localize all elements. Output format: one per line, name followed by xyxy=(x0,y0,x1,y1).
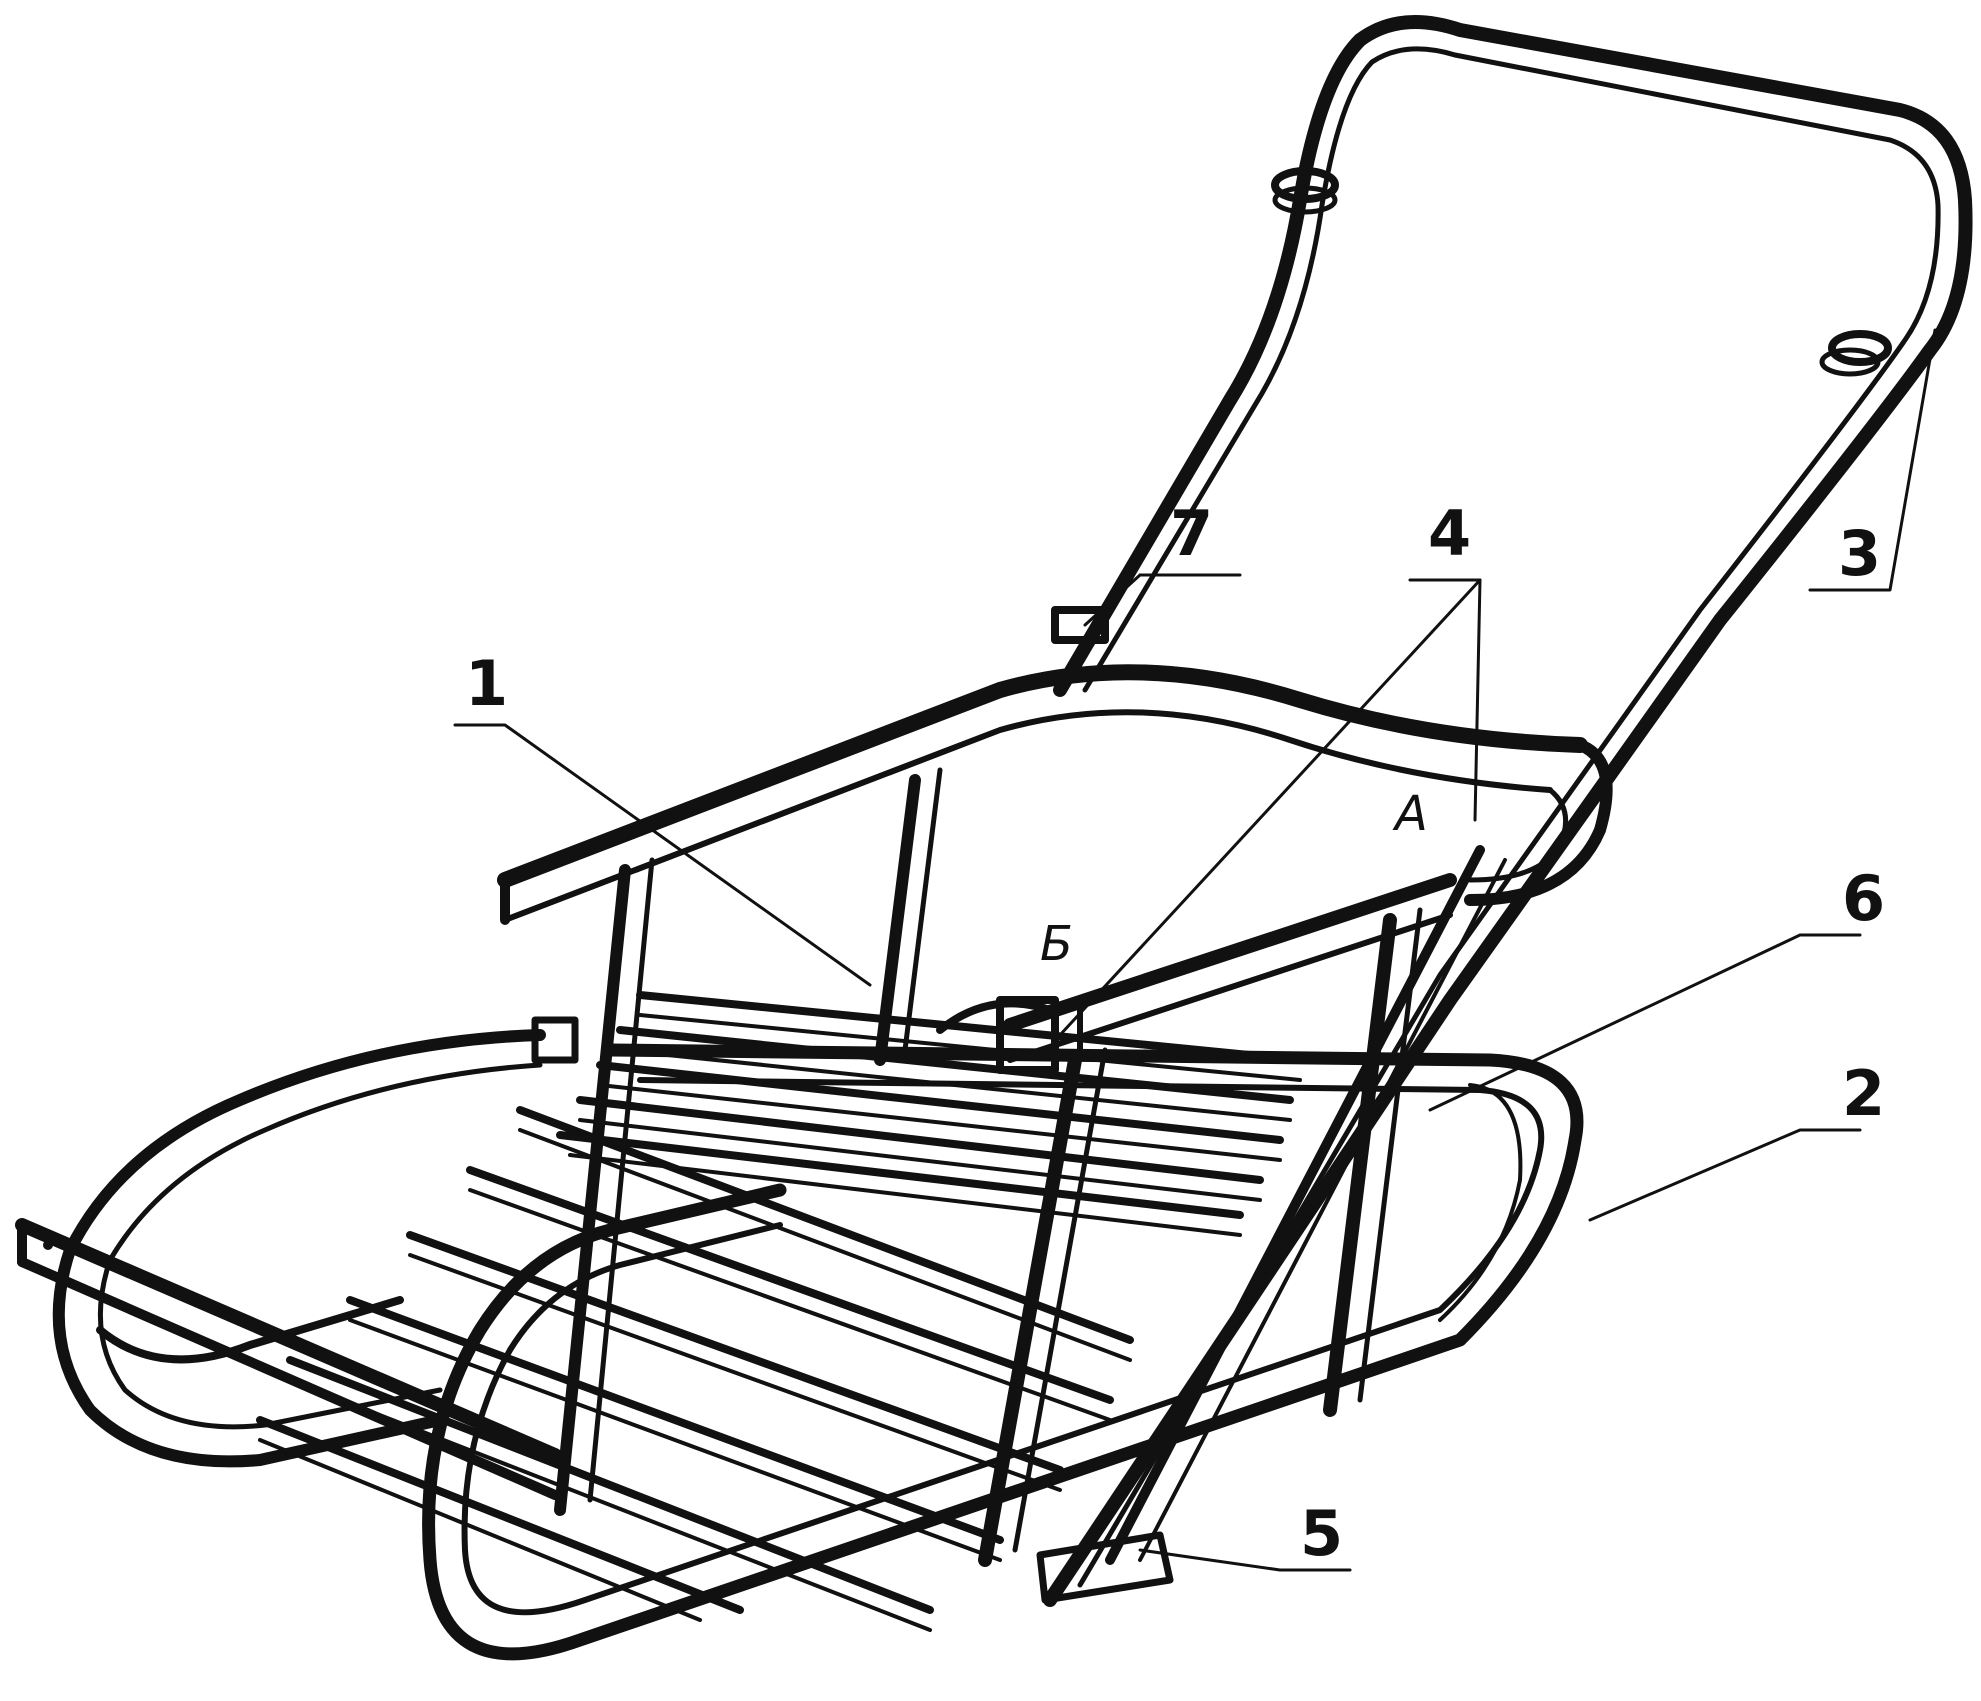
handle-brace xyxy=(1105,845,1507,1565)
callout-B: Б xyxy=(1040,916,1073,972)
callout-5: 5 xyxy=(1300,1497,1343,1570)
leader-lines xyxy=(453,328,1937,1572)
front-crossbar xyxy=(15,1218,562,1500)
runner-near xyxy=(422,1043,1584,1661)
seat-side-rail xyxy=(996,873,1457,1074)
callout-4: 4 xyxy=(1428,497,1471,570)
callout-7: 7 xyxy=(1170,497,1213,570)
callout-2: 2 xyxy=(1842,1057,1885,1130)
callout-A: А xyxy=(1392,786,1428,842)
seat-slats xyxy=(556,991,1304,1237)
callout-1: 1 xyxy=(465,647,508,720)
seat-uprights xyxy=(554,767,1423,1567)
hinge-bracket xyxy=(1036,1531,1174,1604)
callout-3: 3 xyxy=(1838,517,1881,590)
runner-far xyxy=(52,1029,546,1468)
push-handle xyxy=(1043,15,1973,1607)
rear-joint xyxy=(531,999,1054,1064)
callout-6: 6 xyxy=(1842,862,1885,935)
platform-slats xyxy=(256,1106,1134,1632)
